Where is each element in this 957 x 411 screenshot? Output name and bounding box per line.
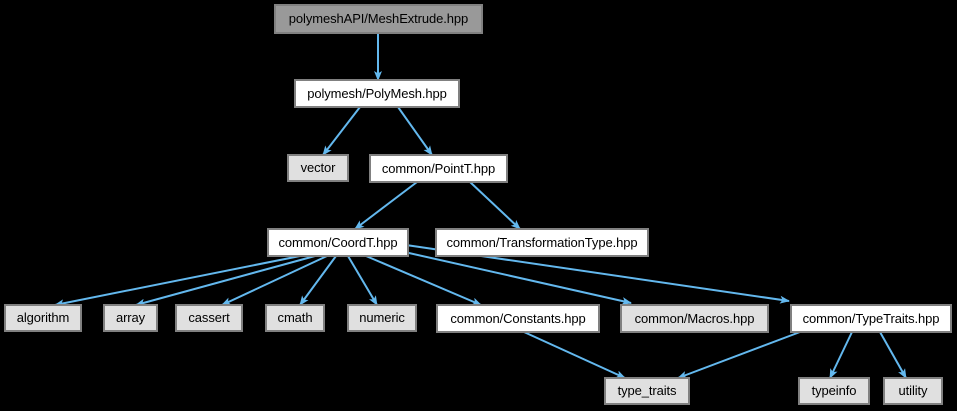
graph-edge-coordt-to-numeric [347, 255, 378, 306]
graph-node-typeinfo[interactable]: typeinfo [798, 377, 870, 405]
graph-node-transformationtype[interactable]: common/TransformationType.hpp [435, 228, 649, 257]
graph-edge-coordt-to-macros [399, 250, 632, 305]
graph-node-label: algorithm [16, 310, 70, 325]
graph-edge-pointt-to-transformationtype [469, 181, 521, 230]
graph-edge-coordt-to-cmath [299, 255, 337, 306]
graph-node-constants[interactable]: common/Constants.hpp [436, 304, 600, 333]
graph-edge-coordt-to-cassert [221, 255, 328, 306]
graph-node-meshextrude[interactable]: polymeshAPI/MeshExtrude.hpp [274, 4, 483, 34]
graph-node-label: utility [898, 383, 928, 398]
graph-node-label: typeinfo [811, 383, 857, 398]
graph-node-cmath[interactable]: cmath [265, 304, 325, 332]
graph-node-type_traits[interactable]: type_traits [604, 377, 690, 405]
graph-node-polymesh[interactable]: polymesh/PolyMesh.hpp [294, 79, 460, 108]
graph-edge-coordt-to-constants [365, 255, 482, 306]
graph-node-typetraits[interactable]: common/TypeTraits.hpp [790, 304, 952, 333]
graph-node-array[interactable]: array [103, 304, 158, 332]
graph-node-label: cassert [188, 310, 230, 325]
graph-node-label: common/TransformationType.hpp [446, 234, 638, 250]
graph-edge-typetraits-to-utility [879, 331, 907, 379]
graph-edge-typetraits-to-type_traits [677, 331, 801, 379]
graph-edge-coordt-to-array [135, 255, 316, 307]
graph-node-cassert[interactable]: cassert [175, 304, 243, 332]
graph-edge-pointt-to-coordt [354, 181, 418, 230]
graph-node-vector[interactable]: vector [287, 154, 349, 182]
graph-edge-polymesh-to-pointt [397, 106, 433, 156]
graph-node-algorithm[interactable]: algorithm [4, 304, 82, 332]
graph-node-numeric[interactable]: numeric [347, 304, 417, 332]
graph-node-utility[interactable]: utility [883, 377, 943, 405]
graph-node-label: cmath [277, 310, 313, 325]
graph-node-label: common/PointT.hpp [381, 160, 496, 176]
graph-edge-constants-to-type_traits [523, 331, 626, 379]
graph-edge-coordt-to-algorithm [54, 255, 301, 308]
graph-node-label: vector [300, 160, 336, 175]
graph-node-label: common/Constants.hpp [450, 310, 586, 326]
graph-edge-typetraits-to-typeinfo [829, 331, 853, 379]
graph-node-label: common/CoordT.hpp [278, 234, 398, 250]
graph-node-label: polymeshAPI/MeshExtrude.hpp [288, 11, 469, 26]
graph-node-label: array [115, 310, 146, 325]
graph-node-macros[interactable]: common/Macros.hpp [620, 304, 769, 333]
graph-node-label: common/Macros.hpp [634, 310, 755, 326]
graph-node-pointt[interactable]: common/PointT.hpp [369, 154, 508, 183]
graph-node-label: type_traits [617, 383, 677, 398]
graph-node-coordt[interactable]: common/CoordT.hpp [267, 228, 409, 257]
graph-node-label: numeric [359, 310, 405, 325]
graph-node-label: common/TypeTraits.hpp [802, 310, 940, 326]
graph-node-label: polymesh/PolyMesh.hpp [307, 85, 447, 101]
graph-edge-polymesh-to-vector [322, 106, 361, 156]
